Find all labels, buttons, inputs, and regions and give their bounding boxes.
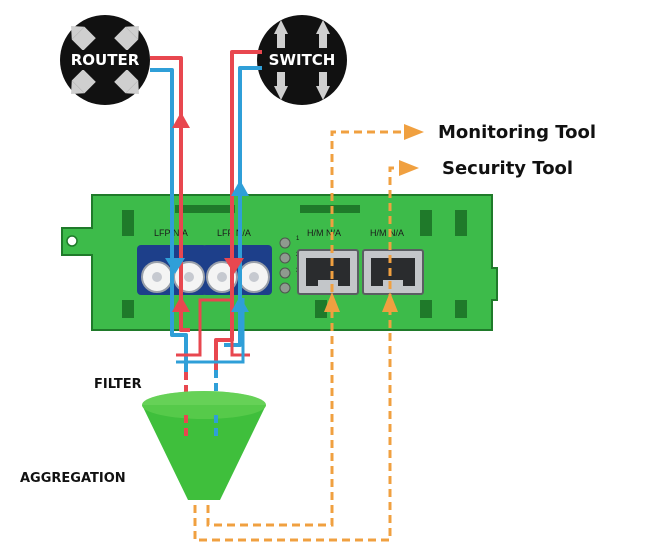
router-badge: ROUTER — [60, 15, 150, 105]
switch-up-arrow-icon-right — [316, 20, 330, 48]
link-arrows — [165, 112, 249, 312]
router-arrow-icon-nw — [71, 26, 96, 51]
tap-board: LFP N/A LFP N/A H/M N/A H/M N/A 1 2 3 — [61, 194, 498, 331]
monitoring-tool-label: Monitoring Tool — [438, 122, 596, 143]
router-arrow-icon-ne — [114, 26, 139, 51]
tool-output-lines — [193, 130, 418, 542]
aggregation-label: AGGREGATION — [20, 471, 126, 486]
security-tool-label: Security Tool — [442, 158, 573, 179]
board-slots — [122, 205, 467, 318]
fiber-ports — [141, 261, 270, 293]
router-arrow-icon-sw — [71, 69, 96, 94]
filter-label: FILTER — [94, 377, 142, 392]
port-label-hm-1: H/M N/A — [307, 228, 341, 238]
switch-badge: SWITCH — [257, 15, 347, 105]
router-link — [150, 56, 190, 372]
led-label-1: 1 — [296, 236, 300, 242]
port-crossover — [176, 298, 250, 364]
rj45-port-security — [362, 249, 424, 295]
router-arrow-icon-se — [114, 69, 139, 94]
rj45-port-monitoring — [297, 249, 359, 295]
switch-label: SWITCH — [269, 51, 336, 69]
aggregation-funnel — [142, 391, 266, 500]
switch-down-arrow-icon-right — [316, 72, 330, 100]
mount-hole — [66, 235, 78, 247]
port-label-hm-2: H/M N/A — [370, 228, 404, 238]
router-label: ROUTER — [71, 51, 140, 69]
switch-down-arrow-icon-left — [274, 72, 288, 100]
switch-up-arrow-icon-left — [274, 20, 288, 48]
tool-output-arrows — [324, 124, 424, 312]
